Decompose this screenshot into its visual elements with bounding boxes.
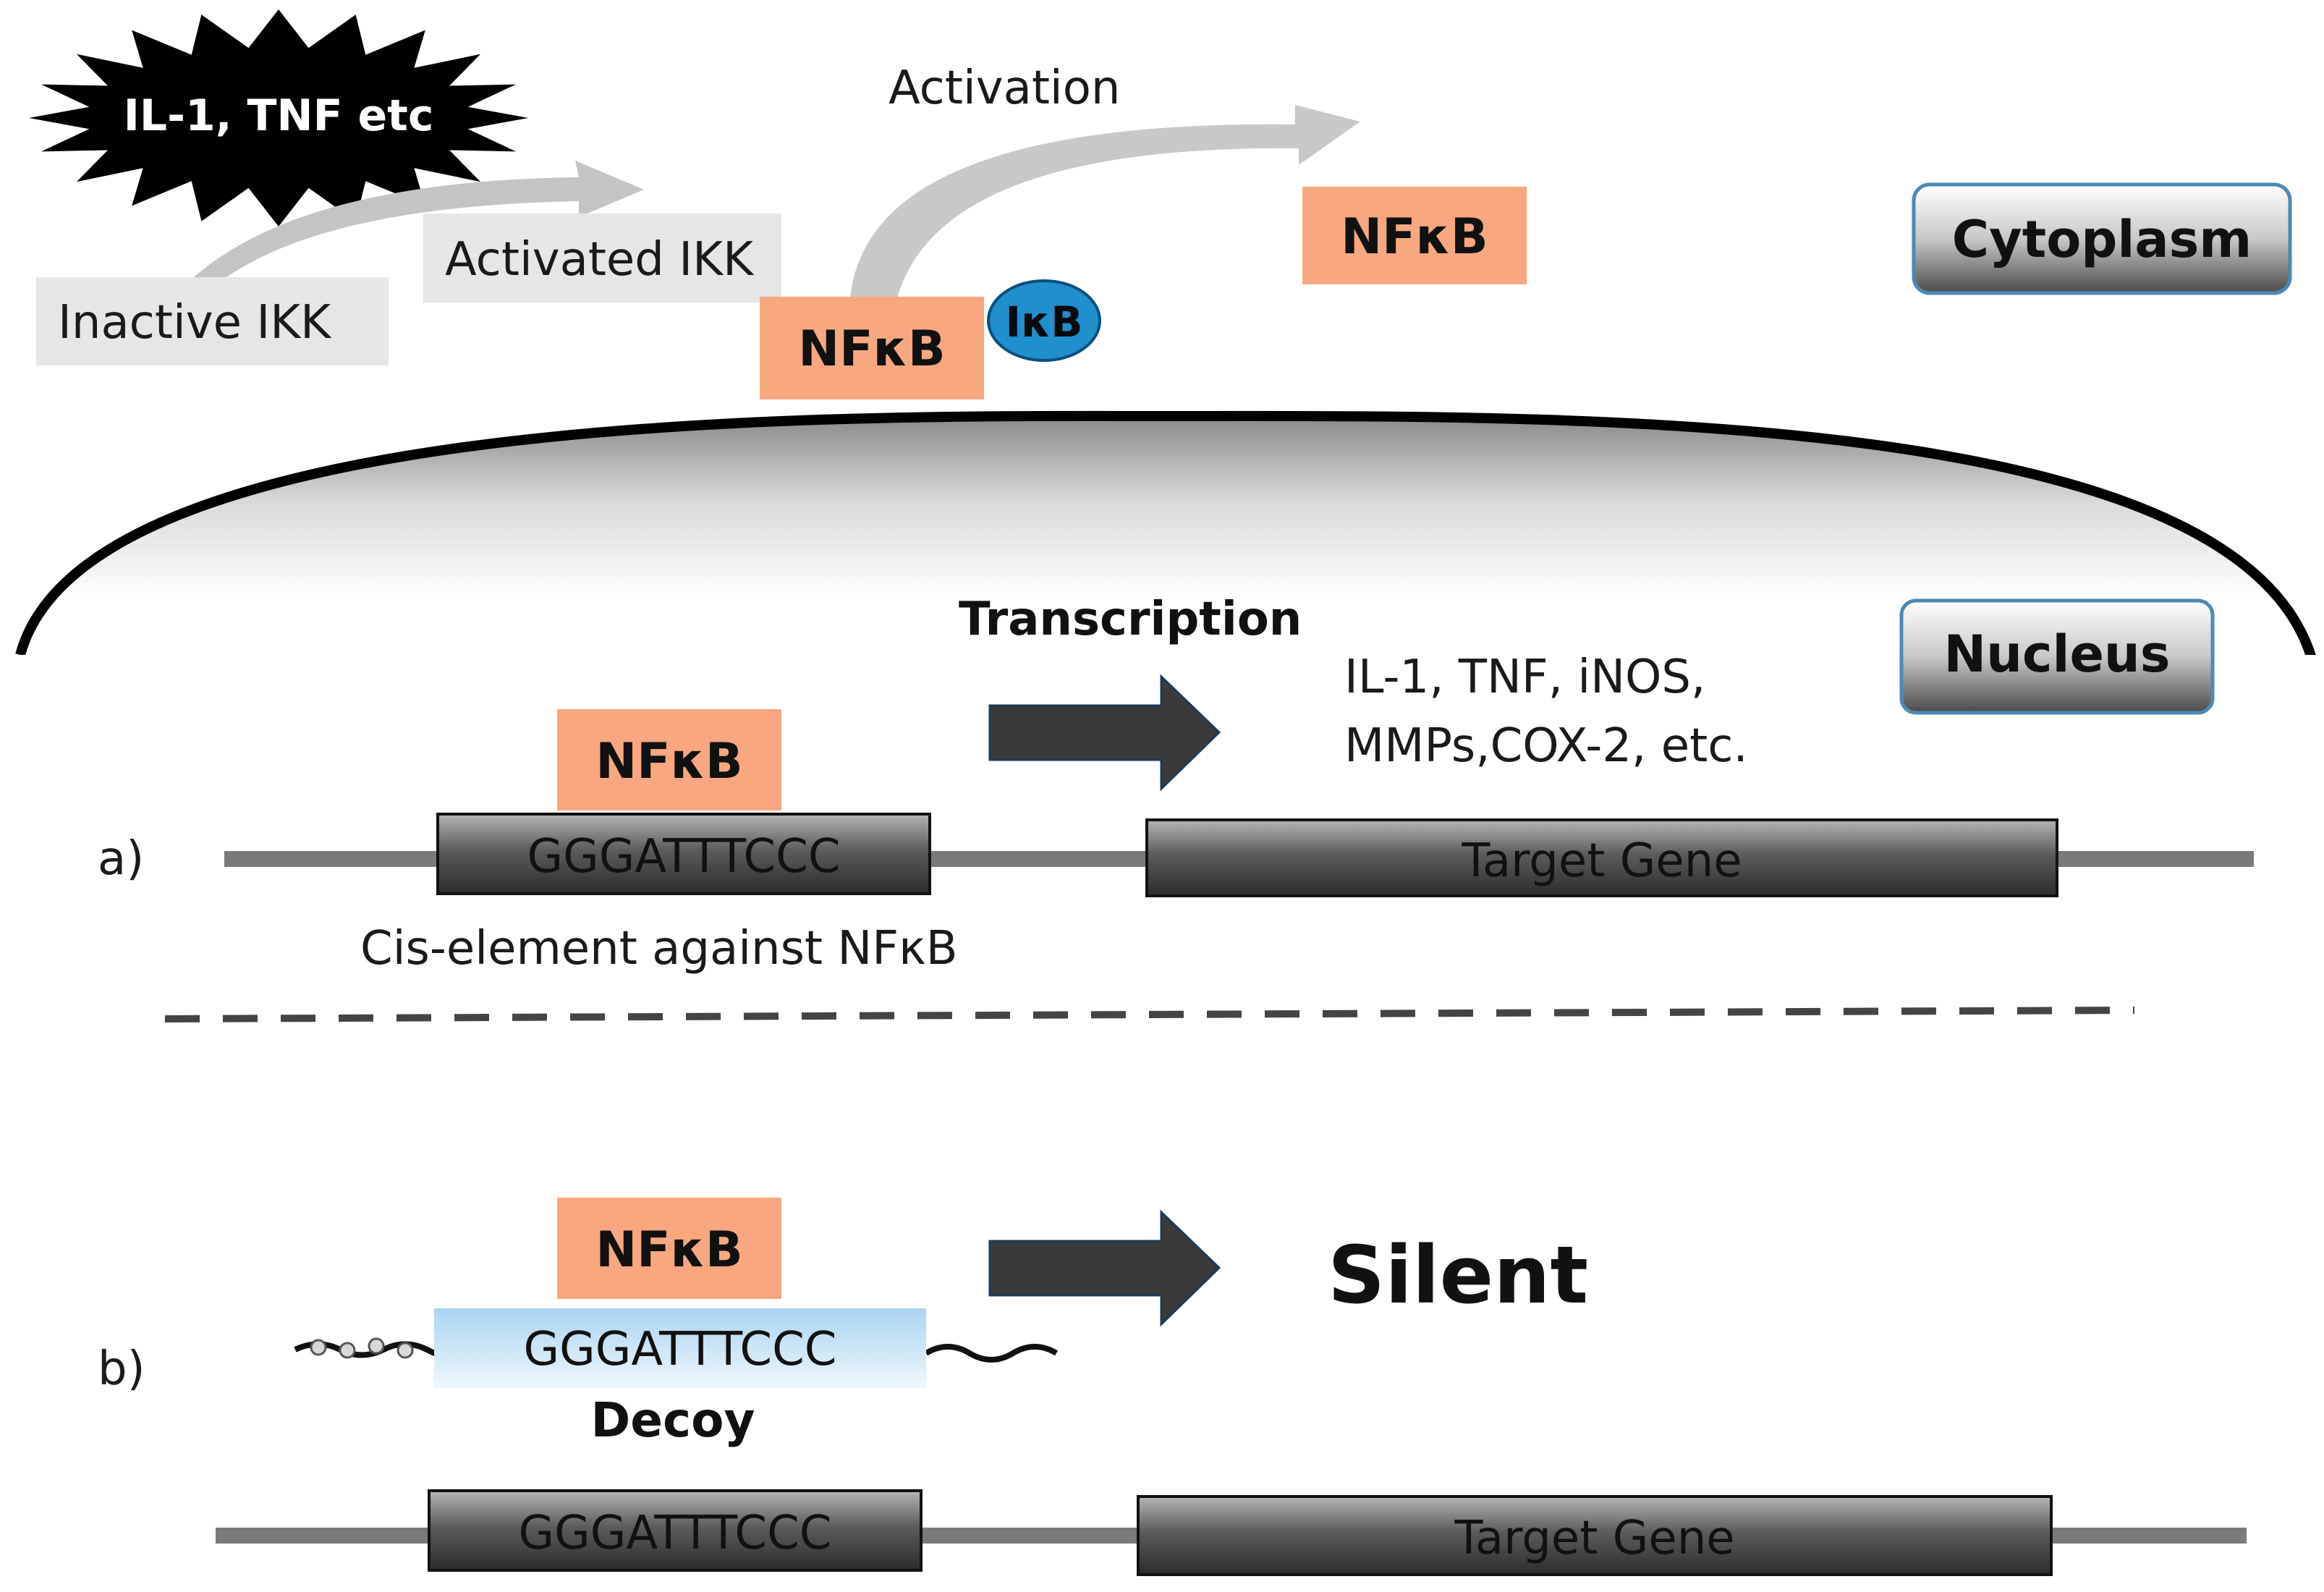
panel-a-target-gene-label: Target Gene — [1461, 834, 1742, 888]
cytoplasm-label: Cytoplasm — [1952, 210, 2252, 269]
nucleus-label: Nucleus — [1944, 624, 2171, 684]
panel-a-cis-element — [436, 813, 931, 895]
nfkb-free: NFκB — [1302, 187, 1527, 284]
panel-a-cis-sequence: GGGATTTCCC — [527, 830, 841, 884]
panel-separator — [164, 1007, 2135, 1022]
panel-b-marker: b) — [98, 1342, 145, 1396]
decoy-left-beads — [310, 1337, 414, 1359]
inactive-ikk-box: Inactive IKK — [36, 277, 389, 365]
decoy-oligo — [434, 1308, 926, 1388]
panel-a-marker: a) — [98, 832, 144, 886]
nuclear-envelope — [20, 415, 2312, 659]
ikk-activation-arrow — [177, 161, 644, 293]
ikb-label: IκB — [1006, 297, 1083, 347]
activation-label: Activation — [889, 62, 1120, 115]
transcription-label: Transcription — [959, 593, 1302, 646]
ikb-ellipse — [987, 279, 1101, 362]
gene-products-line1: IL-1, TNF, iNOS, — [1344, 651, 1705, 704]
panel-b-target-gene-label: Target Gene — [1454, 1512, 1734, 1565]
decoy-sequence: GGGATTTCCC — [524, 1323, 837, 1376]
panel-a-cis-caption: Cis-element against NFκB — [360, 922, 958, 975]
panel-a-target-gene — [1145, 818, 2058, 897]
activated-ikk-box: Activated IKK — [423, 213, 781, 302]
nfkb-bound-box — [760, 297, 984, 399]
nucleus-label-box: Nucleus — [1899, 598, 2215, 715]
cytoplasm-label-box: Cytoplasm — [1912, 182, 2292, 295]
panel-b-nfkb-label: NFκB — [595, 1221, 743, 1279]
transcription-arrow — [988, 674, 1221, 792]
stimulus-burst: IL-1, TNF etc — [29, 9, 528, 226]
stimulus-label: IL-1, TNF etc — [124, 90, 434, 141]
panel-a-nfkb-box — [557, 709, 781, 810]
panel-b-cis-sequence: GGGATTTCCC — [519, 1507, 832, 1560]
silent-arrow — [988, 1209, 1221, 1327]
gene-products-line2: MMPs,COX-2, etc. — [1344, 719, 1748, 773]
decoy-label: Decoy — [590, 1392, 755, 1448]
panel-a-nfkb-label: NFκB — [595, 733, 743, 790]
starburst-shape — [29, 9, 528, 226]
panel-b-target-gene — [1137, 1495, 2053, 1576]
nfkb-bound-label: NFκB — [798, 321, 946, 378]
inactive-ikk-label: Inactive IKK — [58, 296, 332, 350]
nfkb-ikb-complex: NFκB IκB — [760, 279, 1101, 399]
decoy-right-tail — [924, 1344, 1059, 1363]
nuclear-envelope-outline — [15, 410, 2317, 661]
activation-arrow — [850, 105, 1360, 298]
activated-ikk-label: Activated IKK — [445, 233, 755, 287]
nfkb-free-label: NFκB — [1341, 208, 1488, 266]
nfkb-free-box — [1302, 187, 1527, 284]
silent-label: Silent — [1328, 1229, 1588, 1321]
panel-b-cis-element — [428, 1489, 923, 1572]
panel-b-nfkb-box — [557, 1198, 781, 1299]
